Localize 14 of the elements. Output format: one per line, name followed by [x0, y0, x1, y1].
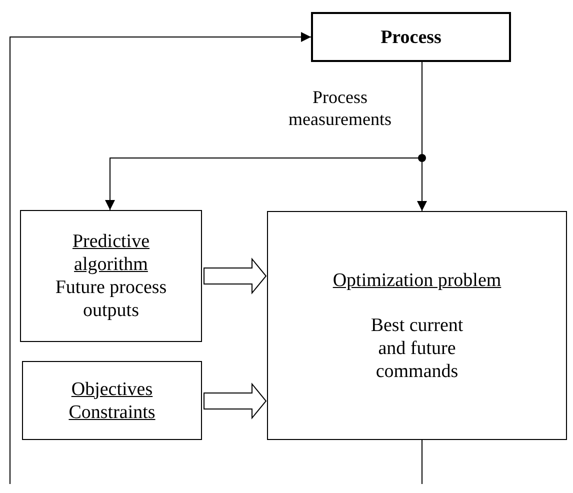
box-text: Process: [380, 26, 442, 48]
block-arrow: [204, 382, 267, 420]
box-text: Best current and future commands: [370, 314, 464, 382]
arrow: [10, 32, 312, 484]
process-box: [267, 211, 567, 440]
process-box: [22, 361, 202, 440]
block-arrow: [204, 258, 267, 294]
process-box: [311, 12, 511, 62]
box-heading: Constraints: [68, 400, 156, 424]
box-heading: Objectives: [71, 378, 153, 400]
box-text: Future process outputs: [54, 276, 168, 322]
process-box: [20, 210, 202, 342]
box-heading: Predictive algorithm: [71, 230, 151, 276]
box-heading: Optimization problem: [332, 268, 502, 292]
